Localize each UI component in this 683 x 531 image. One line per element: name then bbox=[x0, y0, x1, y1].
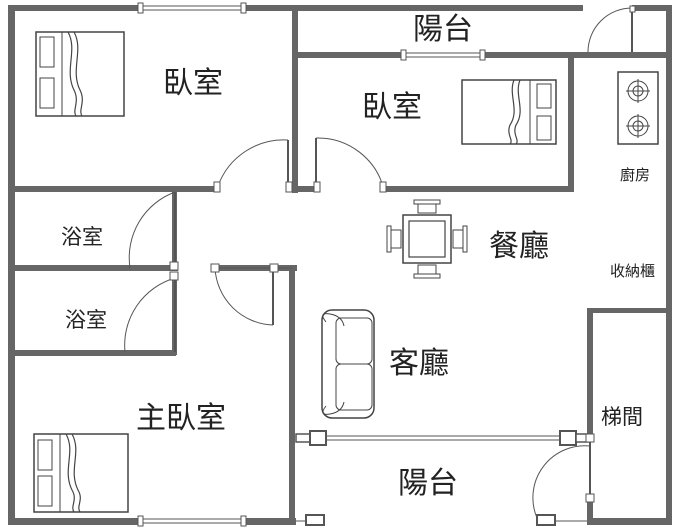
room-label-dining: 餐廳 bbox=[489, 229, 549, 264]
room-label-balcony: 陽台 bbox=[398, 466, 458, 501]
bed-icon bbox=[35, 31, 125, 117]
room-label-master-bedroom: 主臥室 bbox=[136, 401, 226, 436]
stove-icon bbox=[617, 71, 659, 145]
room-label-bedroom: 臥室 bbox=[362, 90, 422, 125]
room-label-living: 客廳 bbox=[389, 346, 449, 381]
bed-icon bbox=[461, 79, 557, 145]
room-label-kitchen: 廚房 bbox=[620, 166, 650, 184]
bed-icon bbox=[33, 433, 129, 513]
room-label-stairwell: 梯間 bbox=[601, 405, 643, 429]
doors bbox=[124, 5, 636, 519]
walls bbox=[8, 5, 672, 525]
room-label-balcony: 陽台 bbox=[413, 12, 473, 47]
windows bbox=[137, 2, 589, 527]
sofa-icon bbox=[321, 309, 375, 419]
room-label-bathroom: 浴室 bbox=[61, 225, 103, 249]
room-label-bedroom: 臥室 bbox=[163, 66, 223, 101]
dining-table-icon bbox=[386, 199, 468, 279]
room-labels: 臥室 陽台 臥室 廚房 浴室 餐廳 收納櫃 浴室 客廳 主臥室 梯間 陽台 bbox=[61, 12, 655, 501]
room-label-bathroom: 浴室 bbox=[65, 308, 107, 332]
room-label-storage: 收納櫃 bbox=[610, 262, 655, 280]
